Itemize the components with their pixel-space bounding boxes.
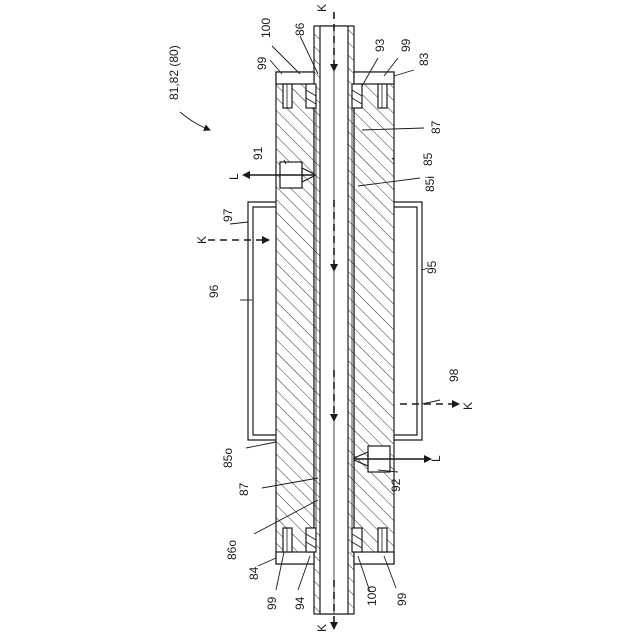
- ref-99-top-right: 99: [399, 38, 413, 52]
- ref-85o: 85o: [221, 448, 235, 468]
- ref-99-bottom-left: 99: [265, 596, 279, 610]
- ref-99-top-left: 99: [255, 56, 269, 70]
- label-l-right: L: [429, 455, 443, 462]
- label-k-right: K: [461, 402, 475, 410]
- ref-87-left: 87: [237, 482, 251, 496]
- ref-91: 91: [251, 146, 265, 160]
- label-k-bottom: K: [315, 624, 329, 632]
- ref-95: 95: [425, 260, 439, 274]
- ref-99-bottom-right: 99: [395, 592, 409, 606]
- ref-96: 96: [207, 284, 221, 298]
- ref-84: 84: [247, 566, 261, 580]
- label-k-top: K: [315, 4, 329, 12]
- ref-85i: 85i: [423, 176, 437, 192]
- ref-97: 97: [221, 208, 235, 222]
- label-k-left: K: [195, 236, 209, 244]
- ref-83: 83: [417, 52, 431, 66]
- tube-86: [314, 26, 354, 614]
- ref-100-bottom: 100: [365, 586, 379, 606]
- assembly-label-text: 81,82 (80): [167, 45, 181, 100]
- ref-85: 85: [421, 152, 435, 166]
- ref-93: 93: [373, 38, 387, 52]
- ref-98: 98: [447, 368, 461, 382]
- ref-87-right: 87: [429, 120, 443, 134]
- assembly-label: 81,82 (80): [167, 45, 181, 100]
- ref-92: 92: [389, 478, 403, 492]
- ref-100-top: 100: [259, 18, 273, 38]
- label-l-left: L: [227, 173, 241, 180]
- ref-86o: 86o: [225, 540, 239, 560]
- ref-94: 94: [293, 596, 307, 610]
- ref-86: 86: [293, 22, 307, 36]
